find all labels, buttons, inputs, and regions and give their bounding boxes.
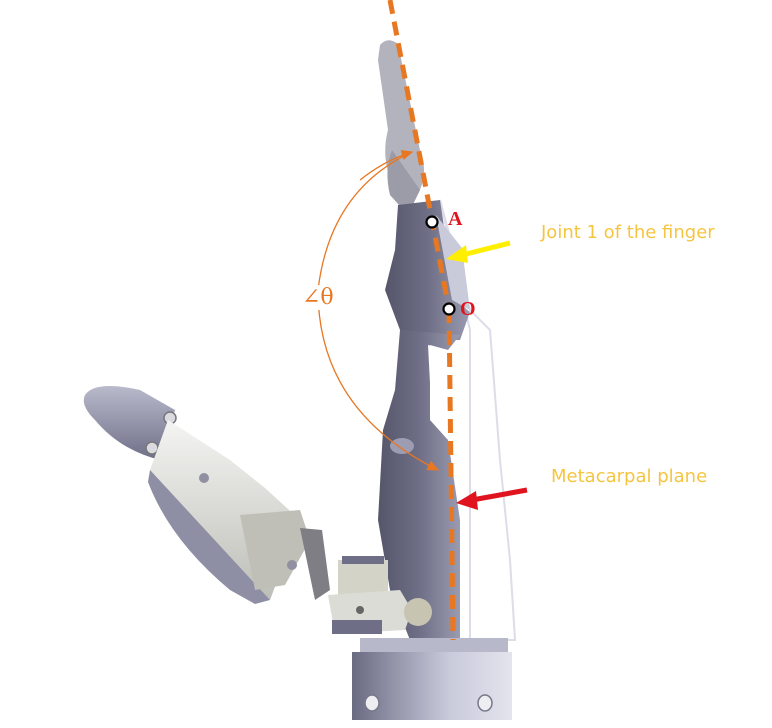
thumb-base-joint: [328, 556, 432, 634]
metacarpal-plane-label: Metacarpal plane: [551, 466, 708, 487]
axis-lines: [387, 0, 456, 641]
point-a-marker: [425, 215, 439, 229]
plane-arrow: [456, 487, 528, 510]
finger-side-plate: [439, 199, 517, 641]
point-o-label: O: [460, 298, 476, 320]
angle-arc-start-arrow: [359, 149, 414, 181]
point-a-label: A: [448, 208, 463, 230]
joint-arrow: [446, 240, 511, 263]
point-o-marker: [442, 302, 456, 316]
thumb: [83, 386, 330, 604]
metacarpal-body: [378, 330, 460, 640]
joint-label: Joint 1 of the finger: [541, 222, 715, 243]
wrist-base: [352, 638, 512, 720]
angle-theta-label: ∠θ: [300, 285, 336, 310]
